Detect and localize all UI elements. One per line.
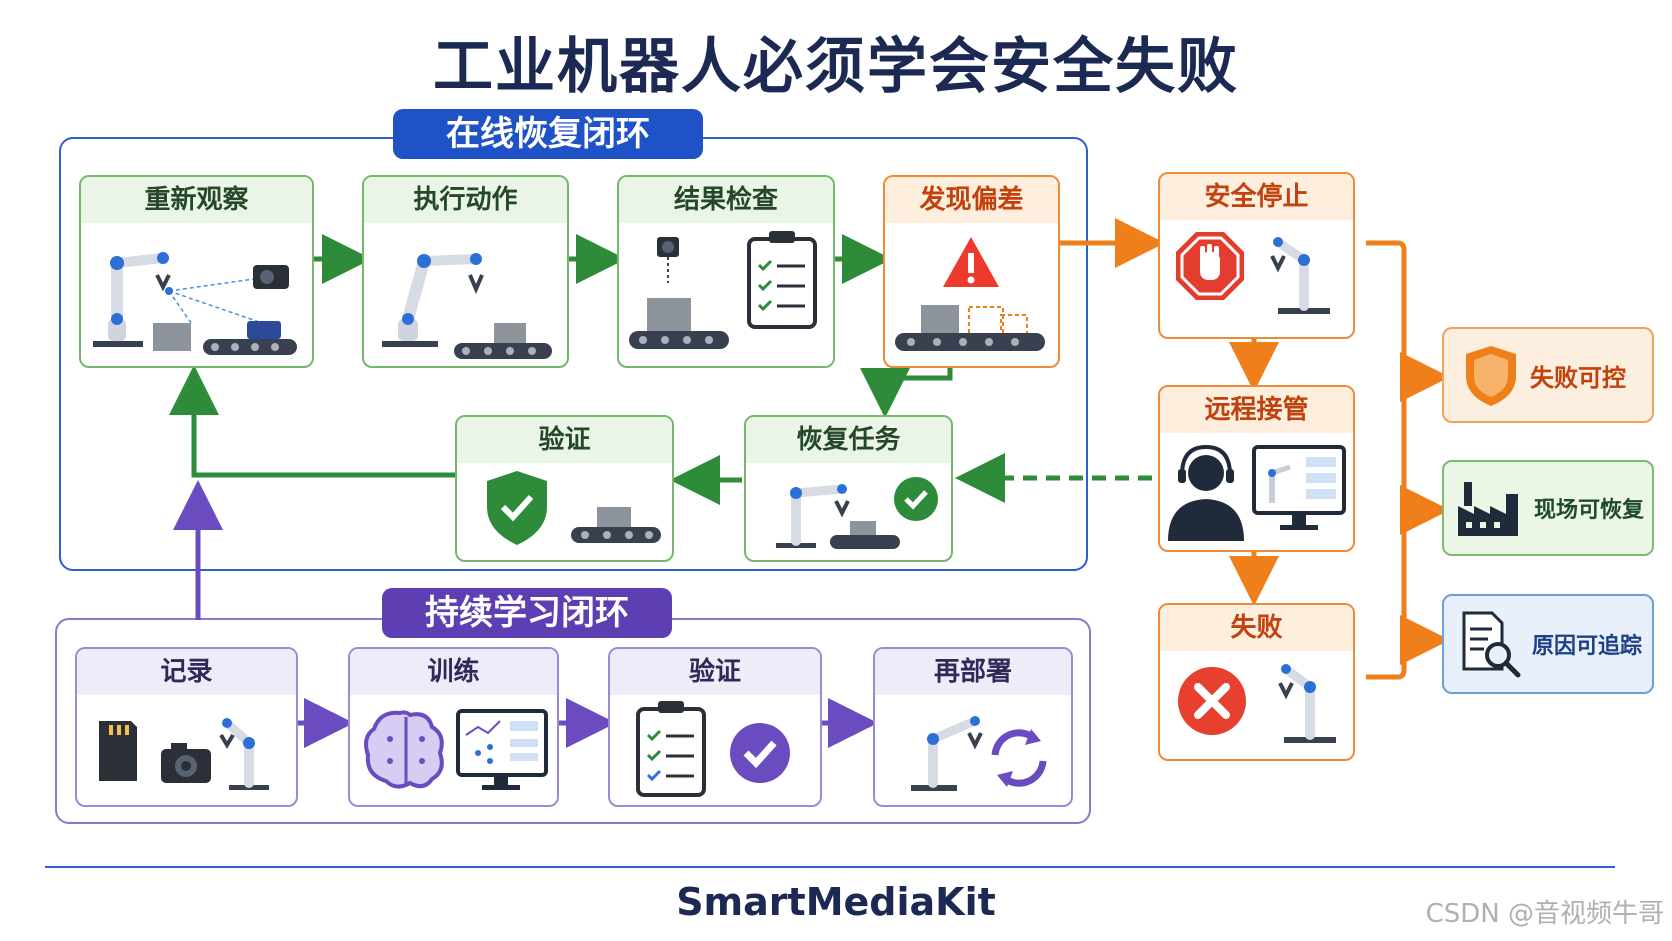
card-record: 记录	[75, 647, 298, 807]
robot-arm-icon	[382, 253, 552, 359]
sdcard-camera-robot-icon	[99, 718, 269, 790]
card-safe-stop-title: 安全停止	[1160, 174, 1353, 220]
fail-x-icon	[1178, 664, 1336, 743]
card-recover: 恢复任务	[744, 415, 953, 562]
card-online-verify-title: 验证	[457, 417, 672, 463]
brain-monitor-icon	[364, 709, 548, 790]
card-redeploy: 再部署	[873, 647, 1073, 807]
card-online-verify: 验证	[455, 415, 674, 562]
card-train: 训练	[348, 647, 559, 807]
factory-icon	[1458, 482, 1518, 536]
watermark: CSDN @音视频牛哥	[1425, 899, 1664, 929]
outcome-traceable-label: 原因可追踪	[1532, 634, 1643, 659]
card-recover-title: 恢复任务	[746, 417, 951, 463]
card-reobserve: 重新观察	[79, 175, 314, 368]
card-learn-verify-title: 验证	[610, 649, 820, 695]
robot-camera-icon	[93, 252, 297, 355]
learning-loop-label: 持续学习闭环	[382, 588, 672, 638]
shield-icon	[1466, 346, 1516, 406]
checklist-check-icon	[636, 701, 790, 797]
card-execute-title: 执行动作	[364, 177, 567, 223]
robot-recover-icon	[776, 477, 938, 549]
arrow-verify-reobserve	[169, 365, 455, 478]
card-deviation: 发现偏差	[883, 175, 1060, 368]
card-check: 结果检查	[617, 175, 835, 368]
outcome-recoverable: 现场可恢复	[1442, 460, 1654, 556]
document-search-icon	[1462, 611, 1521, 678]
card-train-title: 训练	[350, 649, 557, 695]
shield-check-icon	[487, 471, 661, 545]
operator-monitor-icon	[1168, 444, 1346, 541]
card-remote-takeover-title: 远程接管	[1160, 387, 1353, 433]
outcome-controllable-label: 失败可控	[1530, 363, 1626, 392]
outcome-traceable: 原因可追踪	[1442, 594, 1654, 694]
outcome-bracket	[1366, 240, 1407, 680]
brand-name: SmartMediaKit	[676, 880, 996, 924]
card-deviation-title: 发现偏差	[885, 177, 1058, 223]
card-record-title: 记录	[77, 649, 296, 695]
outcome-recoverable-label: 现场可恢复	[1534, 498, 1645, 523]
card-fail: 失败	[1158, 603, 1355, 761]
outcome-controllable: 失败可控	[1442, 327, 1654, 423]
card-execute: 执行动作	[362, 175, 569, 368]
stop-hand-icon	[1176, 232, 1330, 314]
card-reobserve-title: 重新观察	[81, 177, 312, 223]
online-loop-label: 在线恢复闭环	[393, 109, 703, 159]
robot-refresh-icon	[911, 716, 1047, 791]
card-safe-stop: 安全停止	[1158, 172, 1355, 339]
card-redeploy-title: 再部署	[875, 649, 1071, 695]
footer-divider	[45, 866, 1615, 868]
card-fail-title: 失败	[1160, 605, 1353, 651]
page-title: 工业机器人必须学会安全失败	[433, 32, 1239, 102]
card-remote-takeover: 远程接管	[1158, 385, 1355, 552]
card-learn-verify: 验证	[608, 647, 822, 807]
warning-icon	[895, 237, 1045, 351]
card-check-title: 结果检查	[619, 177, 833, 223]
checklist-camera-icon	[629, 231, 817, 349]
